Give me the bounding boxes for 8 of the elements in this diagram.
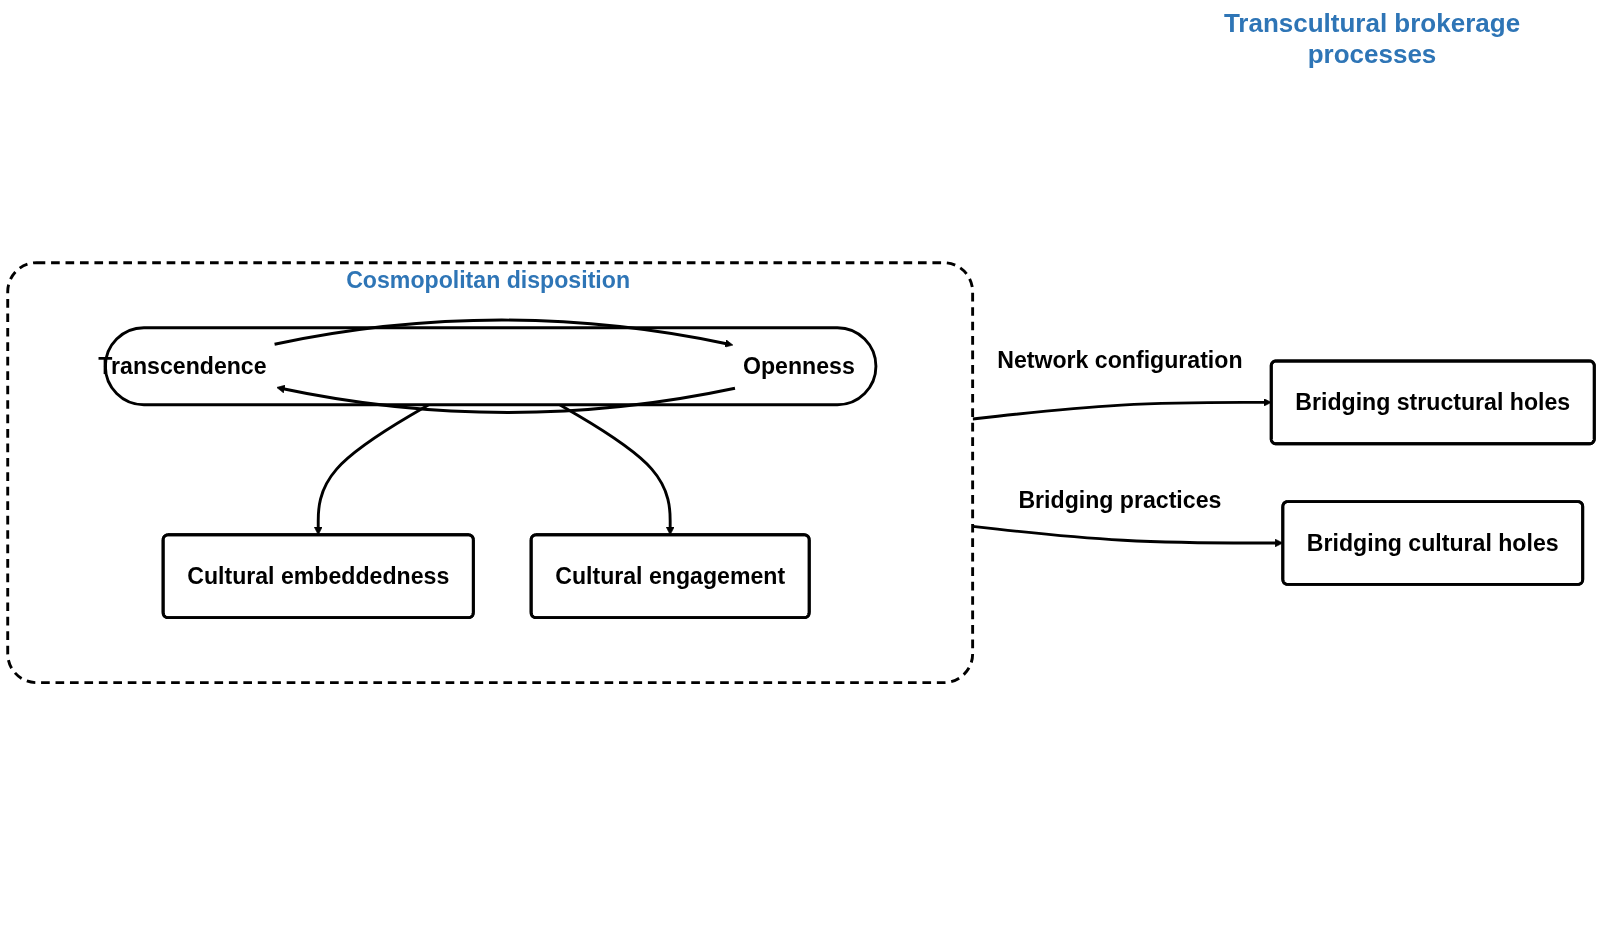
edge-label: Network configuration [997,346,1243,373]
arrow [274,318,734,348]
edge-label: Bridging practices [1018,486,1222,513]
arrow [276,384,736,414]
cluster [6,261,975,684]
node-text: Openness [742,352,855,379]
arrow [972,397,1272,421]
column-heading: Transcultural brokerage processes [1222,8,1522,70]
